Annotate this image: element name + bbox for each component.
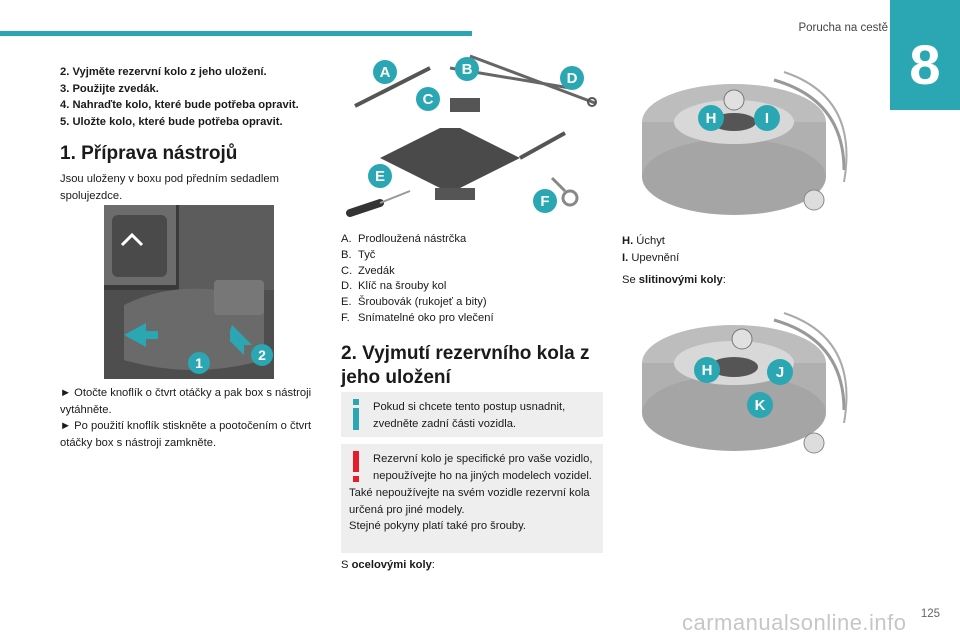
item-text: Upevnění [631, 251, 680, 264]
item-key: F. [341, 311, 350, 324]
list-item: A. Prodloužená nástrčka [341, 232, 606, 248]
step-item: 4. Nahraďte kolo, které bude potřeba opr… [60, 99, 299, 111]
item-key: I. [622, 251, 629, 264]
item-key: H. [622, 235, 634, 247]
wheel-label-h: H [702, 362, 713, 379]
spare-wheel-alloy-illustration: H J K [634, 305, 864, 465]
list-item: I. Upevnění [622, 250, 679, 267]
item-text: Tyč [358, 248, 376, 261]
item-text: Klíč na šrouby kol [358, 280, 447, 293]
tool-label-c: C [423, 91, 434, 108]
info-icon [353, 399, 359, 430]
tool-label-f: F [540, 193, 549, 210]
item-text: Zvedák [358, 264, 395, 277]
warning-text-2: Také nepoužívejte na svém vozidle rezerv… [349, 485, 601, 535]
step-item: 5. Uložte kolo, které bude potřeba oprav… [60, 115, 283, 128]
warning-line: Stejné pokyny platí také pro šrouby. [349, 520, 527, 532]
toolbox-photo: 1 2 [104, 205, 274, 379]
item-text: Prodloužená nástrčka [358, 233, 467, 245]
wheel-label-i: I [765, 110, 769, 127]
item-key: B. [341, 248, 352, 261]
item-text: Úchyt [636, 235, 665, 247]
alloy-wheels-heading: Se slitinovými koly: [622, 274, 726, 286]
spare-wheel-steel-illustration: H I [634, 60, 864, 225]
tools-illustration: A B C D E F [340, 48, 600, 223]
list-item: D. Klíč na šrouby kol [341, 279, 606, 295]
photo-label: 1 [195, 355, 203, 371]
info-box: Pokud si chcete tento postup usnadnit, z… [341, 392, 603, 437]
item-text: Snímatelné oko pro vlečení [358, 311, 494, 324]
instructions: ► Otočte knoflík o čtvrt otáčky a pak bo… [60, 385, 330, 451]
item-text: Šroubovák (rukojeť a bity) [358, 296, 487, 309]
page-number: 125 [920, 608, 940, 620]
tool-label-a: A [380, 64, 391, 81]
prefix: Se [622, 274, 639, 286]
step-item: 2. Vyjměte rezervní kolo z jeho uložení. [60, 66, 267, 78]
wheel-label-h: H [706, 110, 717, 127]
tool-list: A. Prodloužená nástrčka B. Tyč C. Zvedák D.… [341, 232, 606, 327]
list-item: B. Tyč [341, 248, 606, 264]
section-text: Jsou uloženy v boxu pod předním sedadlem… [60, 173, 279, 202]
list-item: F. Snímatelné oko pro vlečení [341, 311, 606, 327]
emphasis: ocelovými koly [351, 559, 432, 571]
chapter-tab: 8 [890, 0, 960, 110]
tool-label-d: D [567, 70, 578, 87]
item-key: A. [341, 233, 352, 245]
header-bar [0, 31, 472, 36]
section-title: 2. Vyjmutí rezervního kola z jeho uložen… [341, 343, 590, 388]
emphasis: slitinovými koly [638, 274, 723, 286]
instruction: ► Po použití knoflík stiskněte a pootoče… [60, 420, 312, 449]
photo-label: 2 [258, 347, 266, 363]
list-item: H. Úchyt [622, 233, 679, 250]
suffix: : [722, 274, 726, 286]
list-item: C. Zvedák [341, 264, 606, 280]
prefix: S [341, 559, 352, 571]
step-list: 2. Vyjměte rezervní kolo z jeho uložení.… [60, 64, 335, 130]
suffix: : [431, 559, 435, 571]
instruction: ► Otočte knoflík o čtvrt otáčky a pak bo… [60, 387, 312, 416]
item-key: D. [341, 280, 353, 293]
step-item: 3. Použijte zvedák. [60, 82, 159, 95]
section-title: 1. Příprava nástrojů [60, 143, 238, 164]
info-text: Pokud si chcete tento postup usnadnit, z… [373, 401, 566, 430]
watermark: carmanualsonline.info [682, 610, 907, 635]
tool-label-b: B [462, 61, 473, 78]
warning-box: Rezervní kolo je specifické pro vaše voz… [341, 444, 603, 553]
wheel-label-k: K [755, 397, 766, 414]
item-key: C. [341, 264, 353, 277]
list-item: E. Šroubovák (rukojeť a bity) [341, 295, 606, 311]
warning-icon [353, 451, 359, 482]
wheel-legend: H. Úchyt I. Upevnění [622, 233, 679, 267]
wheel-label-j: J [776, 364, 784, 381]
running-header: Porucha na cestě [798, 22, 888, 34]
steel-wheels-heading: S ocelovými koly: [341, 559, 435, 571]
item-key: E. [341, 296, 352, 309]
warning-text: Rezervní kolo je specifické pro vaše voz… [373, 453, 593, 482]
warning-line: Také nepoužívejte na svém vozidle rezerv… [349, 487, 590, 516]
tool-label-e: E [375, 168, 385, 185]
